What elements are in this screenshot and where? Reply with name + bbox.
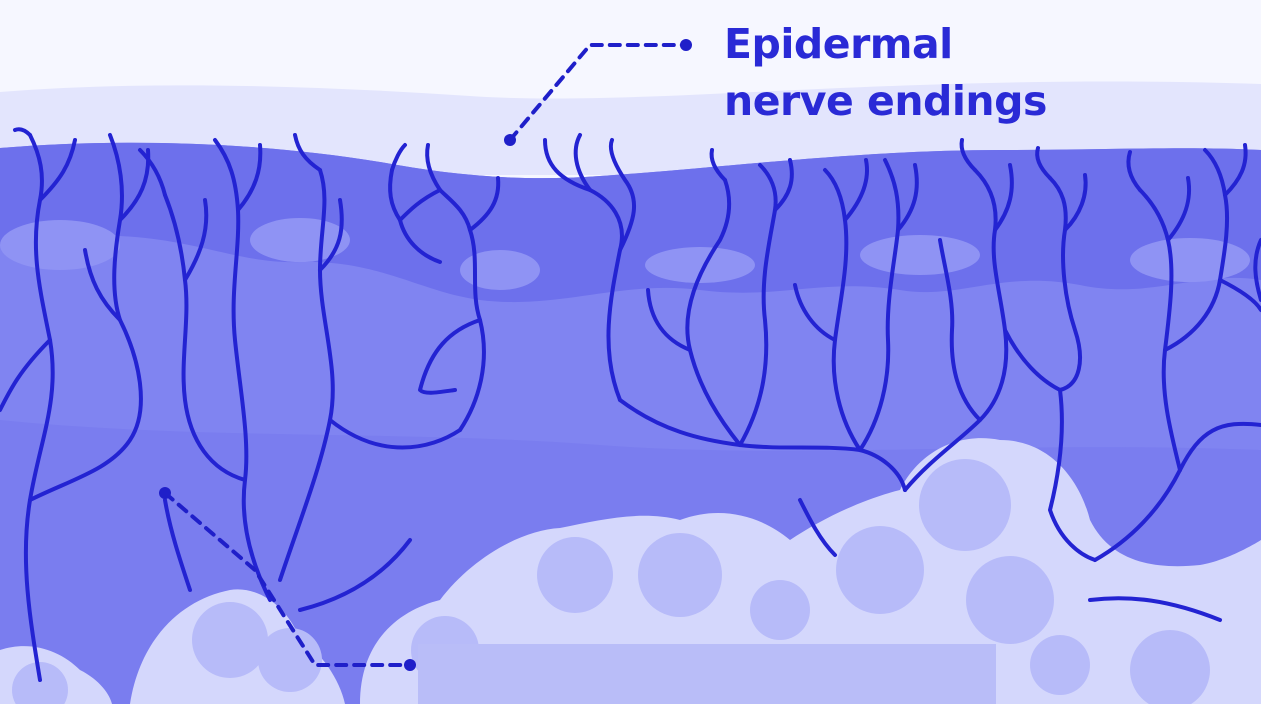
leader-lines <box>163 43 687 667</box>
leader-endpoints <box>159 39 692 671</box>
lower-leader-start-dot <box>159 487 171 499</box>
upper-leader-end-dot <box>680 39 692 51</box>
epidermal-label-line-2: nerve endings <box>724 77 1047 125</box>
blank-region <box>418 644 996 704</box>
upper-leader-line <box>508 43 687 142</box>
epidermis-cell-bumps <box>0 218 1250 290</box>
nerve-fibers <box>0 127 1261 682</box>
lower-leader-line <box>163 491 412 667</box>
fat-cell-cluster <box>0 438 1261 704</box>
lower-leader-end-dot <box>404 659 416 671</box>
upper-leader-start-dot <box>504 134 516 146</box>
epidermal-label-line-1: Epidermal <box>724 20 953 68</box>
